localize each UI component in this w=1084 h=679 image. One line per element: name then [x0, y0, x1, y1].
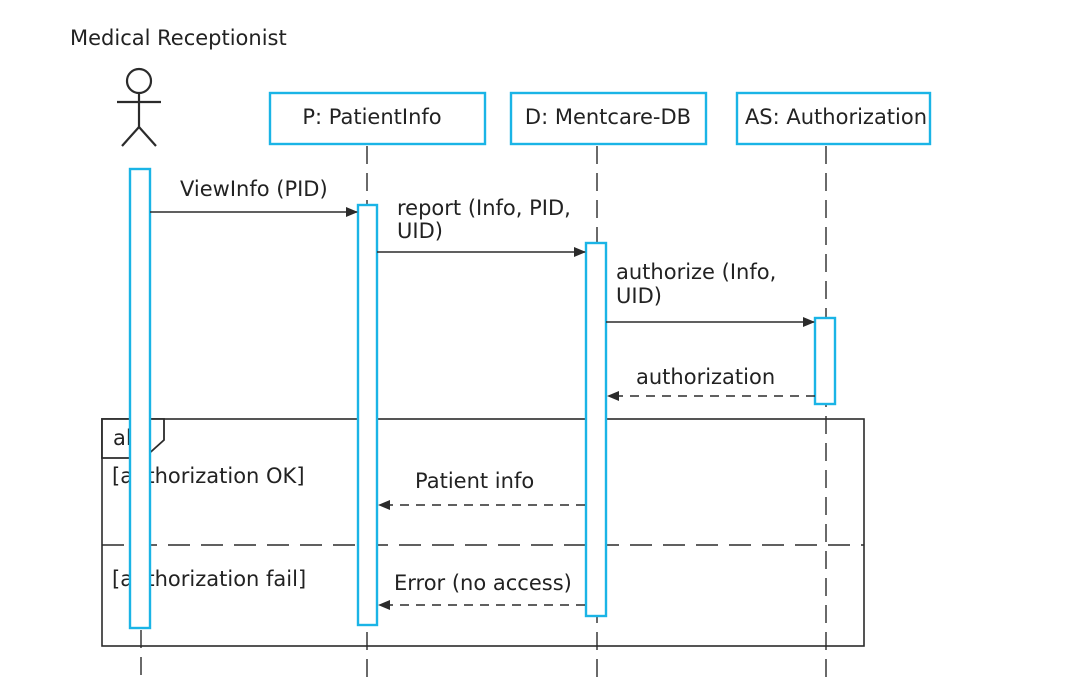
alt-fragment: [101, 418, 865, 647]
object-box-authorization: [735, 91, 932, 146]
object-box-patientinfo: [268, 91, 487, 146]
message-label-report-line1: report (Info, PID,: [397, 196, 571, 220]
message-label-viewinfo: ViewInfo (PID): [180, 177, 328, 201]
object-label-authorization: AS: Authorization: [745, 105, 927, 129]
message-label-authorization-return: authorization: [636, 365, 775, 389]
message-label-authorize-line2: UID): [616, 284, 662, 308]
message-label-authorize-line1: authorize (Info,: [616, 260, 776, 284]
object-label-patientinfo: P: PatientInfo: [302, 105, 441, 129]
message-label-error-return: Error (no access): [394, 571, 572, 595]
activation-authorization: [813, 316, 837, 406]
actor-name: Medical Receptionist: [70, 26, 287, 50]
object-box-mentcare-db: [509, 91, 708, 146]
message-label-patient-info-return: Patient info: [415, 469, 534, 493]
activation-mentcare-db: [584, 241, 608, 618]
actor-stick-figure-icon: [117, 67, 161, 147]
message-label-report-line2: UID): [397, 219, 443, 243]
object-label-mentcare-db: D: Mentcare-DB: [525, 105, 691, 129]
activation-actor: [128, 167, 152, 630]
activation-patientinfo: [356, 203, 379, 627]
